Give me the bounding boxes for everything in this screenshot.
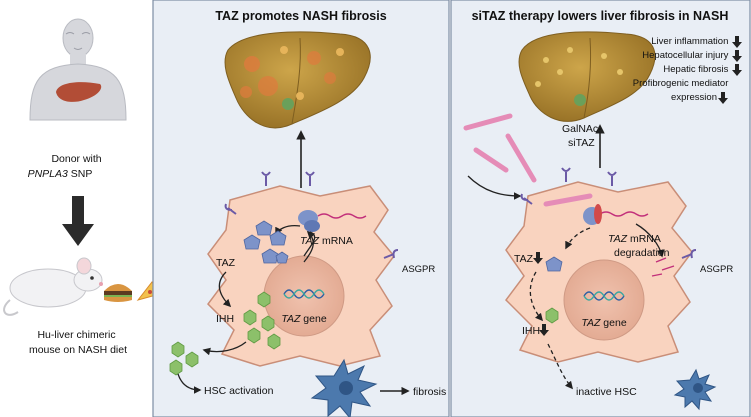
asgpr-receptor-icon bbox=[681, 249, 697, 259]
taz-gene-label: TAZ bbox=[281, 313, 301, 325]
asgpr-receptor-icon bbox=[383, 249, 399, 259]
svg-text:TAZ gene: TAZ gene bbox=[281, 313, 326, 325]
taz-mrna-strand bbox=[317, 213, 367, 219]
mrna-degradation-gene-label: TAZ bbox=[608, 233, 628, 245]
secreted-ihh-cluster bbox=[169, 341, 199, 376]
asgpr-receptor-icon bbox=[305, 171, 315, 186]
inactive-hsc-label: inactive HSC bbox=[576, 386, 637, 398]
ihh-label: IHH bbox=[216, 313, 234, 325]
hsc-activation-label: HSC activation bbox=[204, 385, 274, 397]
effect-hepatocellular-injury: Hepatocellular injury bbox=[642, 50, 728, 61]
treated-asgpr-label: ASGPR bbox=[700, 264, 733, 275]
taz-mrna-suffix: mRNA bbox=[319, 235, 353, 247]
donor-figure-icon bbox=[29, 18, 127, 121]
taz-decrease-arrow-icon bbox=[533, 252, 543, 264]
asgpr-receptor-icon bbox=[561, 167, 571, 182]
burger-icon bbox=[104, 284, 132, 302]
treated-ihh-protein bbox=[545, 307, 559, 324]
donor-snp-label: SNP bbox=[68, 168, 93, 180]
svg-text:Hu-liver chimeric mouse: Hu-liver chimeric mouse on NASH diet bbox=[29, 329, 127, 356]
svg-text:GalNAc- siTAZ: GalNAc- siTAZ bbox=[562, 123, 605, 149]
mrna-degradation-suffix: mRNA bbox=[627, 233, 661, 245]
drug-label-line1: GalNAc- bbox=[562, 123, 602, 135]
treated-taz-protein bbox=[545, 256, 563, 272]
ihh-protein-cluster bbox=[243, 291, 281, 350]
ihh-decrease-arrow-icon bbox=[539, 324, 549, 336]
taz-gene-suffix: gene bbox=[300, 313, 326, 325]
inactive-hsc-icon bbox=[673, 368, 717, 411]
svg-text:TAZ mRNA: TAZ mRNA bbox=[608, 233, 661, 245]
ribosome-icon bbox=[298, 210, 320, 232]
treated-liver-icon bbox=[518, 31, 656, 122]
donor-liver-icon bbox=[56, 82, 102, 102]
mouse-label-line1: Hu-liver chimeric bbox=[37, 329, 115, 341]
degraded-mrna-strand bbox=[599, 211, 649, 217]
treated-taz-gene-suffix: gene bbox=[600, 317, 626, 329]
right-panel-title: siTAZ therapy lowers liver fibrosis in N… bbox=[472, 9, 729, 23]
svg-text:TAZ mRNA: TAZ mRNA bbox=[300, 235, 353, 247]
taz-label: TAZ bbox=[216, 257, 236, 269]
effect-profibrogenic-mediator: Profibrogenic mediator bbox=[633, 78, 729, 89]
treated-taz-gene-label: TAZ bbox=[581, 317, 601, 329]
asgpr-label: ASGPR bbox=[402, 264, 435, 275]
dna-icon bbox=[283, 289, 325, 299]
effect-liver-inflammation: Liver inflammation bbox=[651, 36, 728, 47]
degradation-label: degradation bbox=[614, 247, 670, 259]
treated-dna-icon bbox=[583, 291, 625, 301]
effect-hepatic-fibrosis: Hepatic fibrosis bbox=[663, 64, 728, 75]
fibrosis-label: fibrosis bbox=[413, 386, 446, 398]
middle-panel-title: TAZ promotes NASH fibrosis bbox=[215, 9, 386, 23]
asgpr-receptor-icon bbox=[261, 171, 271, 186]
mrna-fragments-icon bbox=[651, 257, 675, 277]
effect-expression: expression bbox=[671, 92, 717, 103]
treated-nucleus bbox=[563, 259, 645, 341]
mouse-label-line2: mouse on NASH diet bbox=[29, 344, 127, 356]
asgpr-receptor-icon bbox=[607, 171, 617, 186]
left-panel: Donor with PNPLA3 SNP Hu-liver chimeric bbox=[3, 18, 161, 356]
treated-taz-label: TAZ bbox=[514, 253, 534, 265]
activated-hsc-icon bbox=[310, 358, 378, 417]
drug-label-line2: siTAZ bbox=[568, 137, 595, 149]
taz-protein-cluster bbox=[243, 220, 289, 264]
right-panel: siTAZ therapy lowers liver fibrosis in N… bbox=[450, 0, 751, 417]
mouse-icon bbox=[3, 257, 103, 316]
svg-text:Donor with PNPLA3 SNP: Donor with PNPLA3 SNP bbox=[28, 153, 105, 180]
taz-mrna-label: TAZ bbox=[300, 235, 320, 247]
asgpr-receptor-icon bbox=[224, 203, 237, 215]
down-arrow-icon bbox=[62, 196, 94, 246]
svg-text:TAZ gene: TAZ gene bbox=[581, 317, 626, 329]
asgpr-receptor-icon bbox=[520, 193, 533, 205]
decrease-arrow-icon bbox=[718, 36, 742, 104]
donor-gene-label: PNPLA3 bbox=[28, 168, 68, 180]
donor-label-line1: Donor with bbox=[51, 153, 101, 165]
svg-text:Liver inflammation Hepat: Liver inflammation Hepatocellular injury… bbox=[633, 36, 731, 103]
risc-complex-icon bbox=[583, 204, 602, 225]
fibrotic-liver-icon bbox=[224, 31, 371, 129]
intracellular-sitaz-icon bbox=[543, 193, 593, 207]
middle-panel: TAZ promotes NASH fibrosis TAZ gene bbox=[152, 0, 450, 417]
treated-ihh-label: IHH bbox=[522, 325, 540, 337]
galnac-sitaz-icon bbox=[463, 113, 537, 183]
